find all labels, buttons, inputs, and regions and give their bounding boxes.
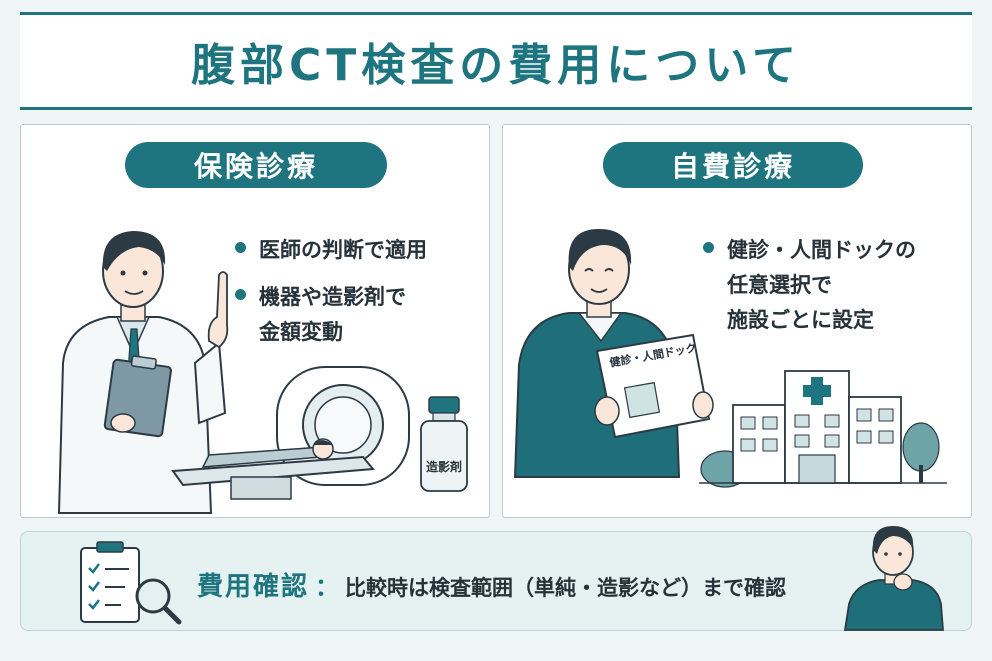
clipboard-icon — [103, 355, 172, 438]
cost-check-separator: ： — [315, 573, 340, 601]
doctor-illustration — [57, 231, 229, 514]
insurance-bullet: 医師の判断で適用 — [235, 233, 427, 268]
bottle-label: 造影剤 — [425, 460, 462, 474]
cost-check-note: 費用確認 ： 比較時は検査範囲（単純・造影など）まで確認 — [20, 526, 972, 631]
hospital-building-illustration — [699, 370, 947, 488]
brochure-icon — [594, 333, 714, 439]
insurance-bullet-text: 機器や造影剤で 金額変動 — [259, 285, 406, 344]
self-pay-bullets: 健診・人間ドックの 任意選択で 施設ごとに設定 — [703, 233, 916, 350]
bullet-dot — [235, 242, 246, 253]
insurance-bullets: 医師の判断で適用 機器や造影剤で 金額変動 — [235, 233, 427, 362]
insurance-bullet: 機器や造影剤で 金額変動 — [235, 280, 427, 350]
cost-check-body: 比較時は検査範囲（単純・造影など）まで確認 — [345, 576, 787, 600]
cost-check-label: 費用確認 — [197, 572, 310, 602]
contrast-bottle-icon — [420, 396, 468, 492]
self-pay-heading: 自費診療 — [603, 142, 863, 188]
title-banner: 腹部CT検査の費用について — [20, 12, 972, 110]
cost-check-text: 費用確認 ： 比較時は検査範囲（単純・造影など）まで確認 — [197, 566, 786, 603]
self-pay-bullet: 健診・人間ドックの 任意選択で 施設ごとに設定 — [703, 233, 916, 338]
ct-scanner-illustration — [171, 366, 410, 500]
checklist-magnifier-icon — [80, 541, 182, 625]
self-pay-panel: 自費診療 健診・人間ドック — [502, 124, 972, 518]
thinking-person-illustration — [843, 526, 944, 631]
bullet-dot — [235, 289, 246, 300]
insurance-heading: 保険診療 — [125, 142, 387, 188]
self-pay-bullet-text: 健診・人間ドックの 任意選択で 施設ごとに設定 — [727, 238, 916, 332]
page-title: 腹部CT検査の費用について — [191, 40, 801, 91]
insurance-panel: 保険診療 — [20, 124, 490, 518]
insurance-bullet-text: 医師の判断で適用 — [259, 238, 427, 262]
bullet-dot — [703, 242, 714, 253]
